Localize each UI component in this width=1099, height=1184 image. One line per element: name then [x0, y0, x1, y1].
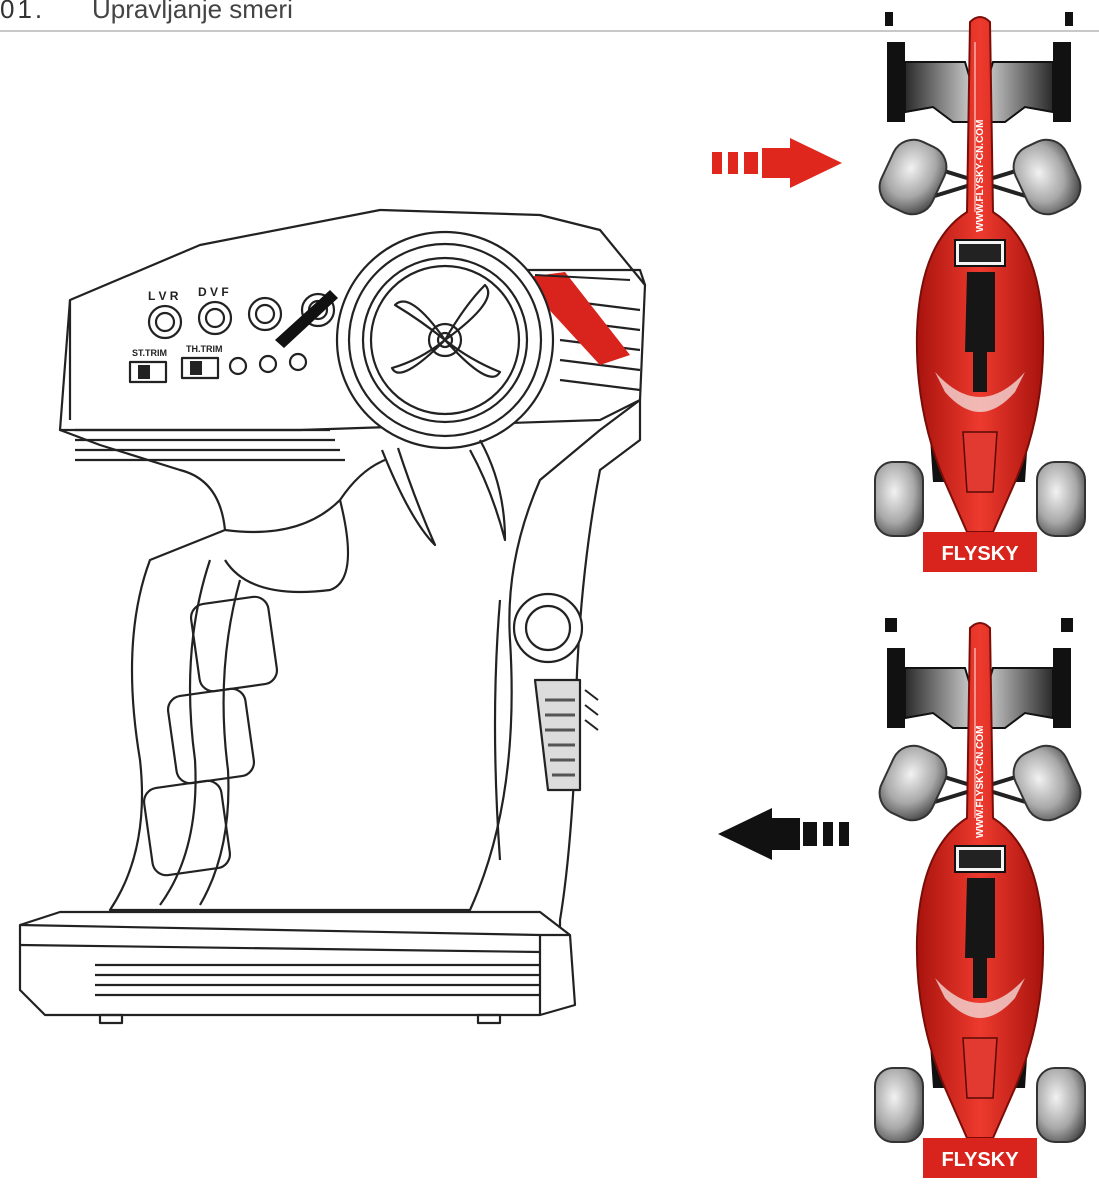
section-number: 01. [0, 0, 46, 24]
page-header: 01. Upravljanje smeri [0, 0, 1099, 34]
car-top-badge: FLYSKY [941, 543, 1019, 565]
switch-label-1: ST.TRIM [132, 348, 167, 358]
section-title: Upravljanje smeri [92, 0, 293, 24]
arrow-right-icon [712, 138, 842, 188]
switch-label-2: TH.TRIM [186, 344, 223, 354]
car-bottom-body-text: WWW.FLYSKY-CN.COM [975, 726, 986, 838]
car-bottom-badge: FLYSKY [941, 1149, 1019, 1171]
steering-wheel-icon [335, 230, 555, 450]
car-bottom-icon: FLYSKY WWW.FLYSKY-CN.COM [870, 618, 1090, 1180]
car-top-body-text: WWW.FLYSKY-CN.COM [975, 120, 986, 232]
rc-transmitter-icon: L V R D V F ST.TRIM TH.TRIM [18, 208, 647, 1025]
knob-label-2: D V F [198, 285, 229, 299]
arrow-left-icon [718, 808, 849, 860]
header-divider [0, 30, 1099, 32]
knob-label-1: L V R [148, 289, 179, 303]
car-top-icon: FLYSKY WWW.FLYSKY-CN.COM [870, 12, 1090, 574]
